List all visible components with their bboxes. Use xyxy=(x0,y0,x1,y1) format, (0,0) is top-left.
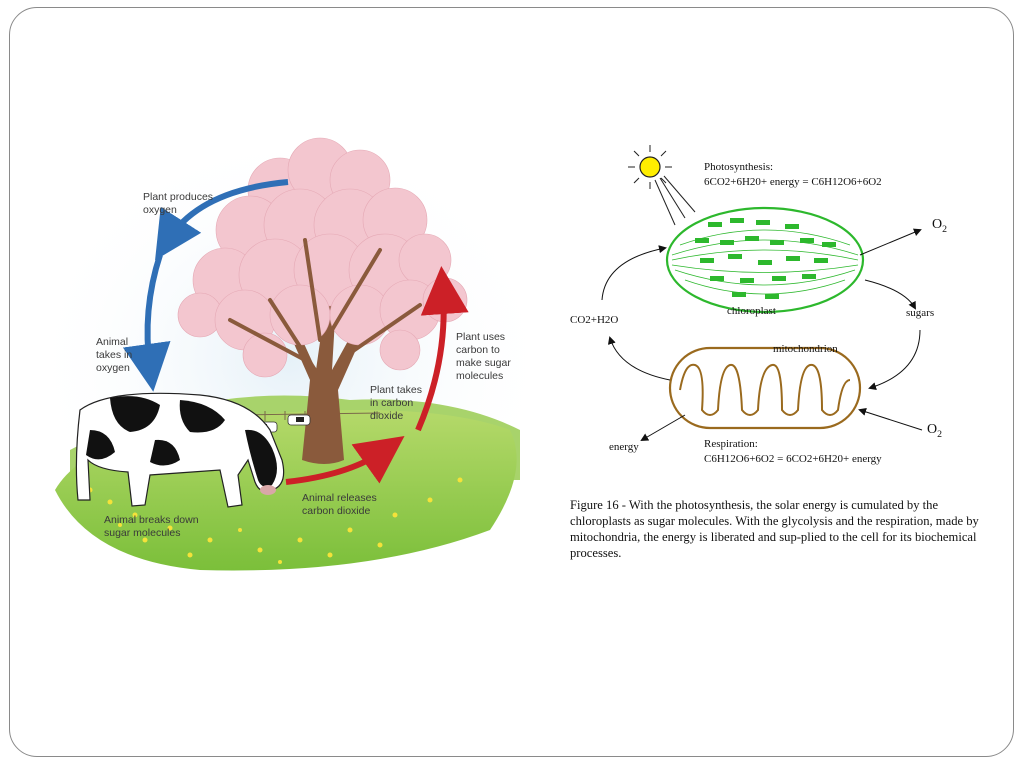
label-plant-takes-in-co2: Plant takes in carbon dioxide xyxy=(370,384,422,422)
label-plant-uses-carbon: Plant uses carbon to make sugar molecule… xyxy=(456,331,511,382)
label-animal-releases-co2: Animal releases carbon dioxide xyxy=(302,492,377,517)
o2-in-label: O2 xyxy=(927,422,943,440)
chloroplast-shape xyxy=(665,206,865,314)
o2-out-arrow xyxy=(859,228,922,256)
energy-out-arrow xyxy=(640,414,686,442)
carbon-cycle-art xyxy=(50,137,530,571)
energy-label: energy xyxy=(609,441,639,453)
energy-cycle-art xyxy=(601,145,923,442)
energy-cycle-diagram: Photosynthesis: 6CO2+6H20+ energy = C6H1… xyxy=(560,140,1000,480)
respiration-equation: C6H12O6+6O2 = 6CO2+6H20+ energy xyxy=(704,453,882,465)
figure-caption: Figure 16 - With the photosynthesis, the… xyxy=(570,498,979,560)
oxygen-arrow-lower xyxy=(122,254,171,392)
co2-to-chloro-arrow xyxy=(601,245,667,301)
sugars-to-mito-arrow xyxy=(868,329,921,390)
label-animal-takes-in-oxygen: Animal takes in oxygen xyxy=(96,336,133,374)
sun-icon xyxy=(628,145,696,226)
mito-to-co2-arrow xyxy=(607,336,671,381)
o2-in-arrow xyxy=(858,408,923,431)
label-plant-produces-oxygen: Plant produces oxygen xyxy=(143,191,214,216)
tree-branches xyxy=(228,238,422,372)
cow xyxy=(75,392,285,508)
co2-h2o-label: CO2+H2O xyxy=(570,314,619,326)
o2-out-label: O2 xyxy=(932,217,948,235)
flowers xyxy=(87,477,463,564)
sugars-label: sugars xyxy=(906,307,935,319)
tree-blossom xyxy=(177,137,468,378)
chloroplast-label: chloroplast xyxy=(727,305,776,317)
carbon-arrow-lower xyxy=(285,436,405,485)
carbon-arrow-upper xyxy=(415,266,469,432)
oxygen-arrow-upper xyxy=(155,179,289,261)
label-animal-breaks-down-sugar: Animal breaks down sugar molecules xyxy=(104,514,199,539)
mitochondrion-shape xyxy=(668,346,862,430)
to-sugars-arrow xyxy=(864,279,916,310)
carbon-cycle-illustration: Plant produces oxygen Animal takes in ox… xyxy=(50,130,530,580)
respiration-title: Respiration: xyxy=(704,438,758,450)
photosynthesis-equation: 6CO2+6H20+ energy = C6H12O6+6O2 xyxy=(704,176,882,188)
mitochondrion-label: mitochondrion xyxy=(773,343,838,355)
photosynthesis-title: Photosynthesis: xyxy=(704,161,774,173)
